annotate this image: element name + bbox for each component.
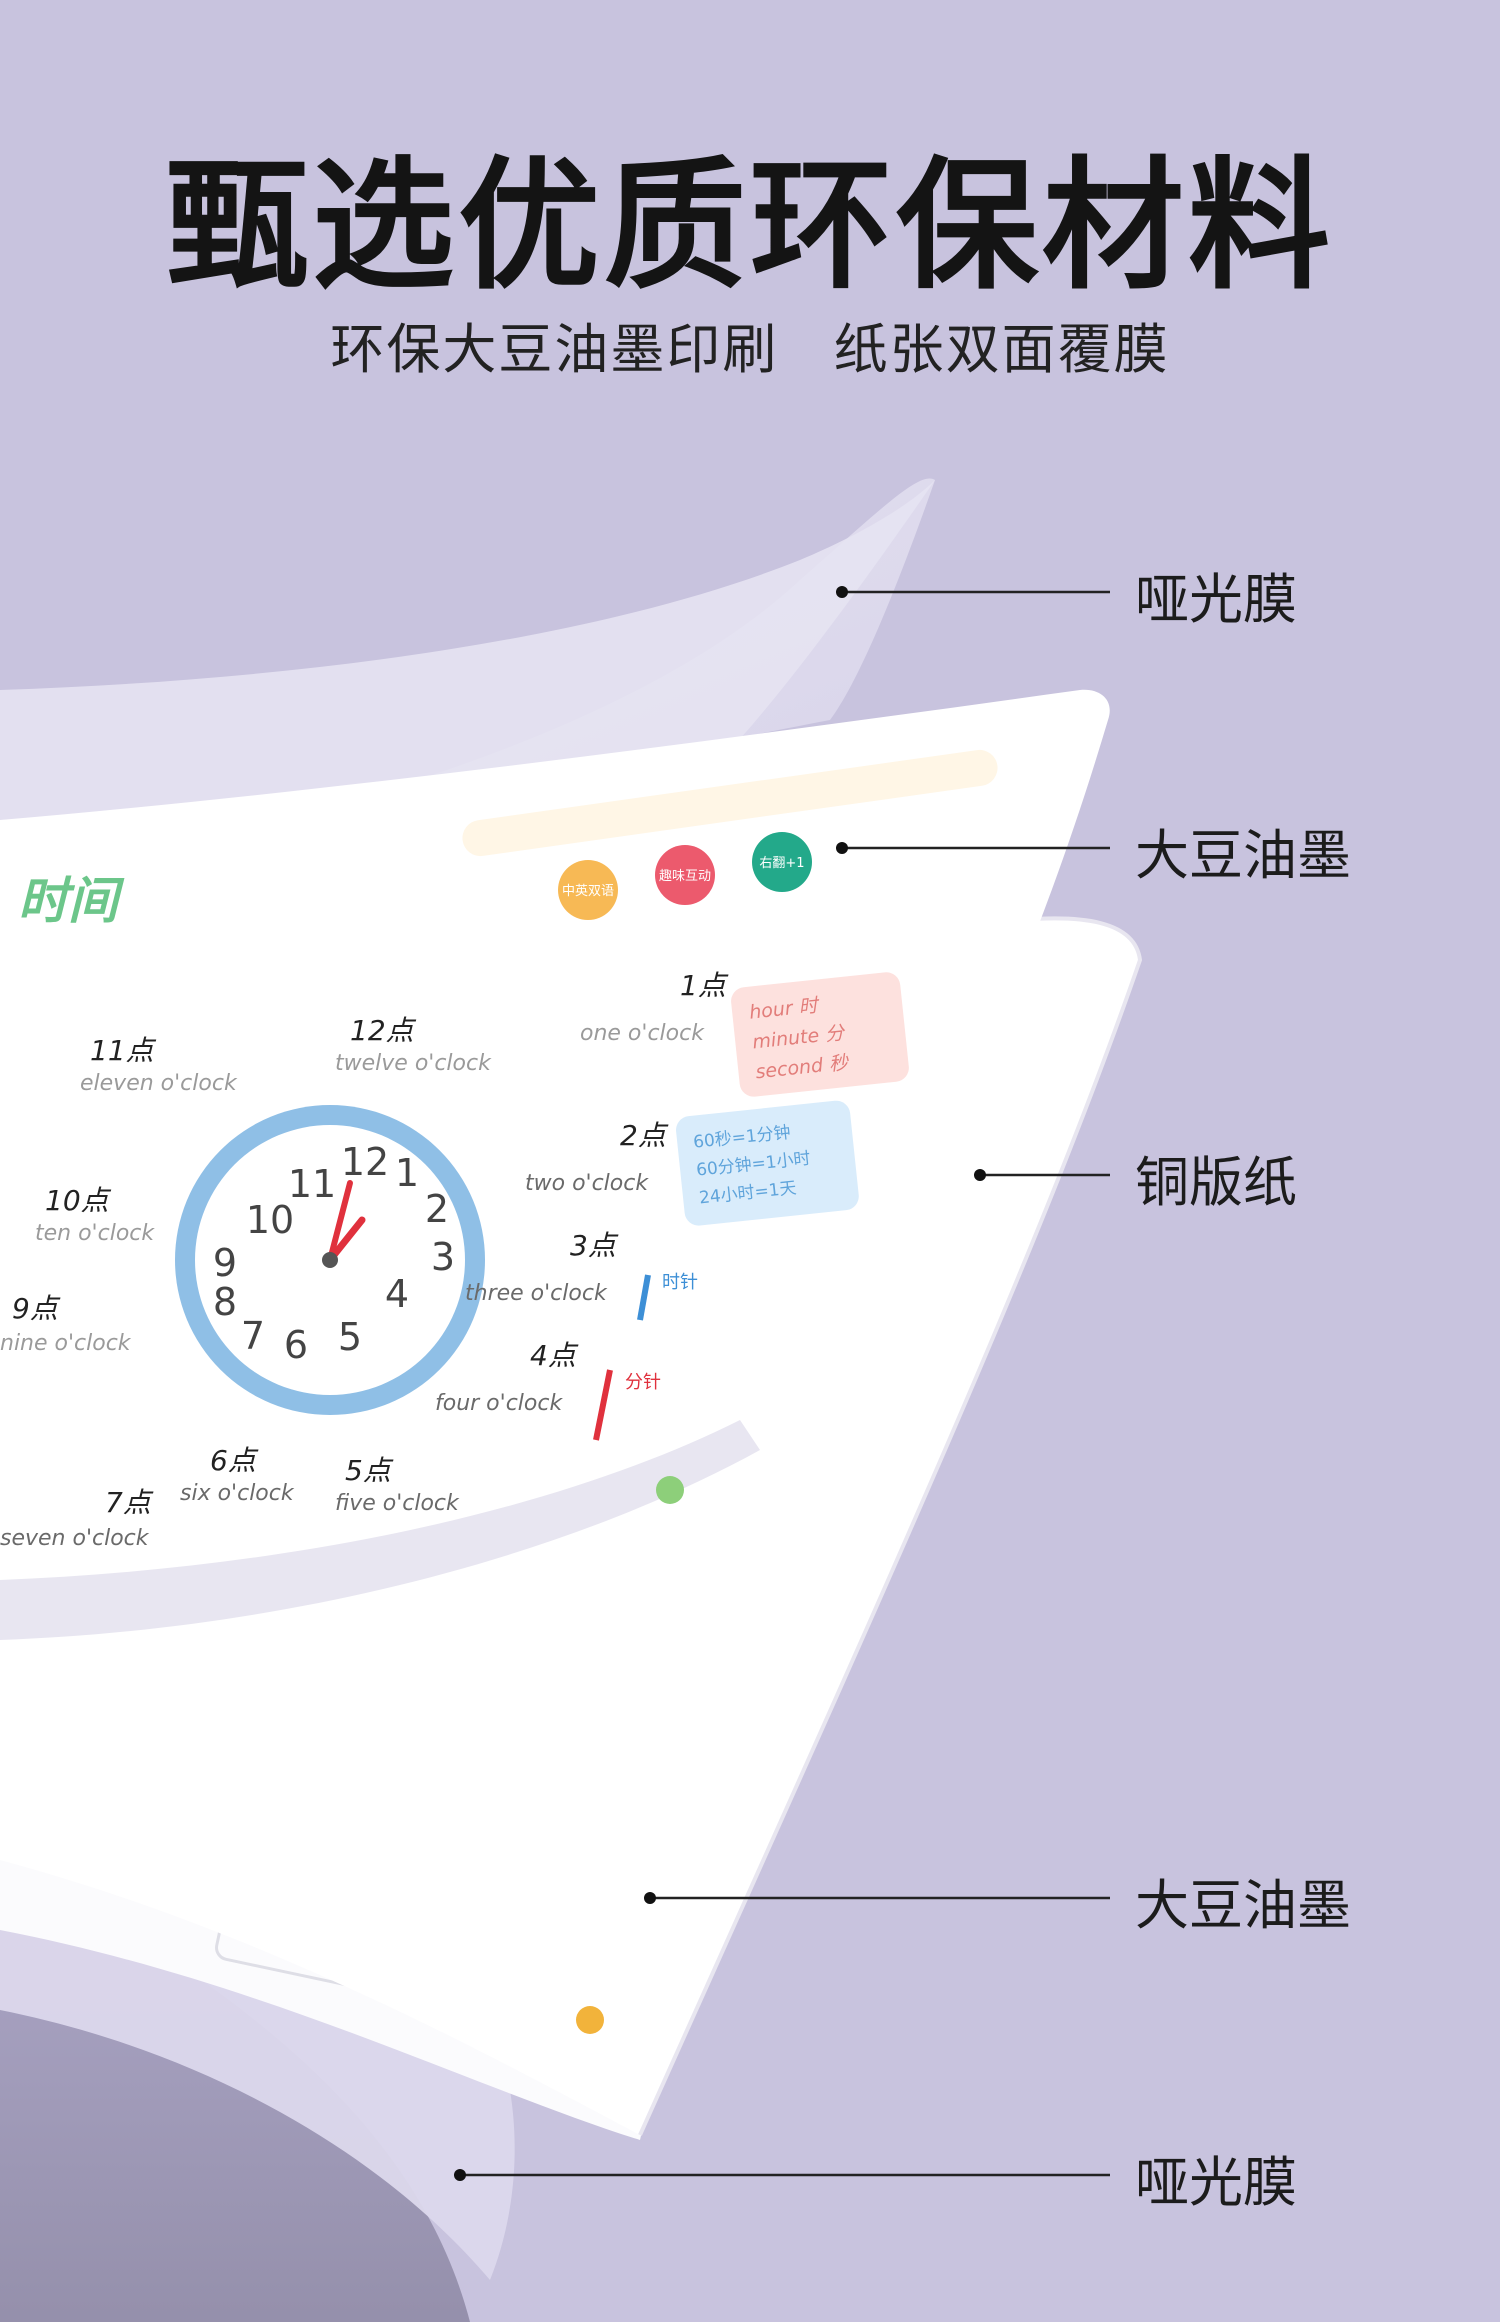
- svg-text:8: 8: [213, 1280, 237, 1324]
- clock-labels: 12点 twelve o'clock 1点 one o'clock 2点 two…: [0, 969, 729, 1551]
- callout-matte-film-top: 哑光膜: [1135, 568, 1297, 631]
- sheet-text-label: 11点: [90, 1034, 157, 1067]
- conversion-box: 60秒=1分钟 60分钟=1小时 24小时=1天: [676, 1100, 859, 1226]
- badge-bilingual: 中英双语: [558, 860, 618, 920]
- page-badge-bottom: [576, 2006, 604, 2034]
- sheet-text-label: 趣味互动: [659, 869, 711, 884]
- sheet-text-label: 10点: [45, 1184, 112, 1217]
- sheet-text-label: eleven o'clock: [80, 1071, 238, 1096]
- svg-text:6: 6: [284, 1323, 308, 1367]
- sheet-text-label: two o'clock: [525, 1171, 649, 1196]
- badge-interactive: 趣味互动: [655, 845, 715, 905]
- sheet-heading: 时间: [18, 872, 125, 930]
- sheet-text-label: 时针: [662, 1272, 698, 1293]
- sheet-text-label: six o'clock: [180, 1481, 295, 1506]
- sheet-text-label: 6点: [210, 1444, 259, 1477]
- minute-hand-legend: 分针: [593, 1369, 661, 1441]
- art-paper-edge: [638, 916, 1143, 2136]
- sheet-text-label: three o'clock: [465, 1281, 608, 1306]
- svg-text:4: 4: [385, 1272, 409, 1316]
- svg-text:1: 1: [395, 1151, 419, 1195]
- svg-text:11: 11: [288, 1162, 336, 1206]
- sheet-text-label: 分针: [625, 1372, 661, 1393]
- sheet-text-label: nine o'clock: [0, 1331, 132, 1356]
- page-title: 甄选优质环保材料: [166, 144, 1334, 309]
- sheet-text-label: twelve o'clock: [335, 1051, 492, 1076]
- svg-text:10: 10: [246, 1198, 294, 1242]
- clock-face: 12 1 2 3 4 5 6 7 8 9 10 11: [175, 1105, 485, 1415]
- subtitle-ink: 环保大豆油墨印刷: [330, 318, 779, 381]
- hour-hand-legend: 时针: [637, 1272, 698, 1321]
- sheet-text-label: 3点: [570, 1229, 619, 1262]
- sheet-text-label: 2点: [620, 1119, 669, 1152]
- callout-art-paper: 铜版纸: [1135, 1151, 1297, 1214]
- svg-text:3: 3: [431, 1235, 455, 1279]
- callout-soy-ink-top: 大豆油墨: [1135, 824, 1351, 887]
- sheet-text-label: 中英双语: [562, 884, 614, 899]
- svg-text:2: 2: [425, 1187, 449, 1231]
- svg-text:5: 5: [338, 1315, 362, 1359]
- units-box: hour 时 minute 分 second 秒: [731, 972, 909, 1097]
- svg-text:9: 9: [213, 1241, 237, 1285]
- sheet-text-label: 5点: [345, 1454, 394, 1487]
- sheet-text-label: 9点: [12, 1292, 61, 1325]
- callout-soy-ink-bottom: 大豆油墨: [1135, 1874, 1351, 1937]
- svg-text:12: 12: [341, 1140, 389, 1184]
- sheet-text-label: four o'clock: [435, 1391, 563, 1416]
- badge-next: 右翻+1: [752, 832, 812, 892]
- svg-text:7: 7: [241, 1314, 265, 1358]
- sheet-text-label: 7点: [105, 1486, 154, 1519]
- sheet-text-label: 右翻+1: [759, 856, 804, 871]
- page-subtitle: 环保大豆油墨印刷 纸张双面覆膜: [0, 305, 1500, 384]
- sheet-text-label: five o'clock: [335, 1491, 460, 1516]
- clock-sheet-shadow: [0, 1420, 760, 1640]
- callout-lines: [454, 586, 1110, 2181]
- sheet-text-label: one o'clock: [580, 1021, 705, 1046]
- sheet-text-label: 4点: [530, 1339, 579, 1372]
- callout-matte-film-bottom: 哑光膜: [1135, 2151, 1297, 2214]
- sheet-text-label: seven o'clock: [0, 1526, 150, 1551]
- sheet-text-label: ten o'clock: [35, 1221, 155, 1246]
- subtitle-film: 纸张双面覆膜: [833, 318, 1170, 381]
- page-badge-top: [656, 1476, 684, 1504]
- sheet-text-label: 12点: [350, 1014, 417, 1047]
- sheet-text-label: 1点: [680, 969, 729, 1002]
